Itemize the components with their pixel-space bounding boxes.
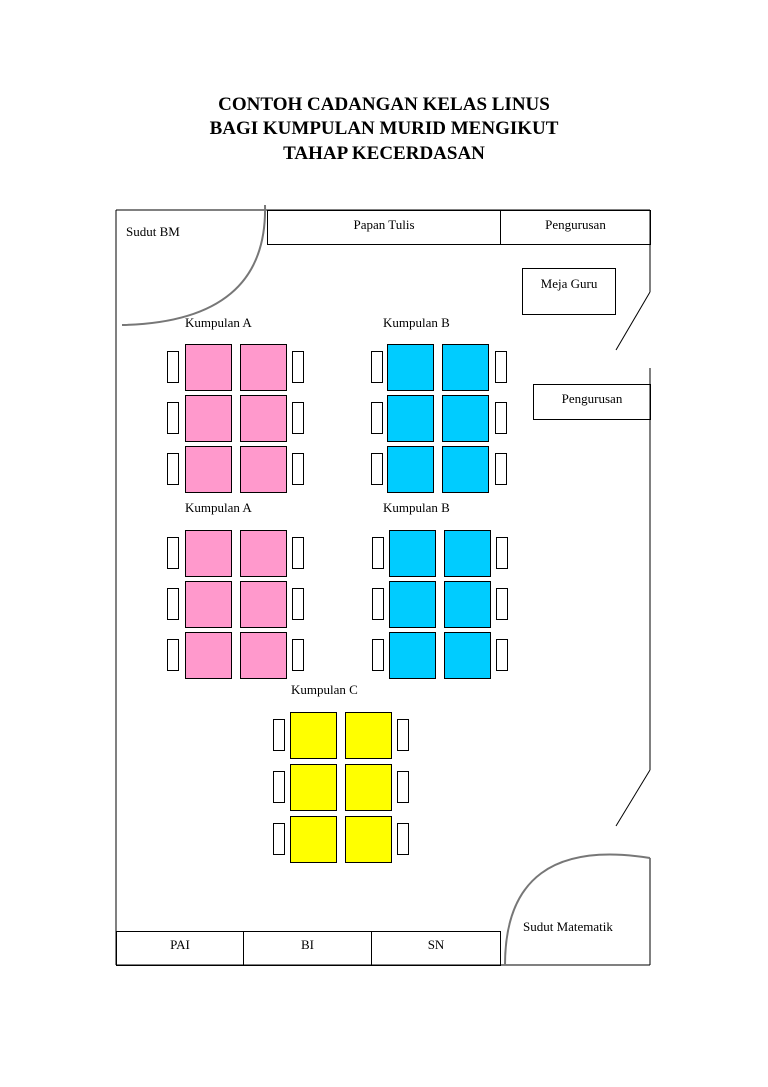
desk: [240, 446, 287, 493]
chair: [167, 402, 179, 434]
desk: [345, 764, 392, 811]
chair: [167, 351, 179, 383]
pengurusan-side: Pengurusan: [533, 384, 651, 420]
desk: [387, 446, 434, 493]
chair: [495, 351, 507, 383]
chair: [397, 823, 409, 855]
desk: [442, 395, 489, 442]
chair: [495, 402, 507, 434]
chair: [372, 639, 384, 671]
desk: [444, 530, 491, 577]
desk: [444, 581, 491, 628]
chair: [167, 453, 179, 485]
sudut-bm-arc: [121, 204, 267, 326]
desk: [185, 632, 232, 679]
desk: [185, 446, 232, 493]
desk: [442, 446, 489, 493]
desk: [240, 344, 287, 391]
desk: [387, 344, 434, 391]
title-line-3: TAHAP KECERDASAN: [283, 143, 485, 164]
desk: [442, 344, 489, 391]
area-bi: BI: [243, 931, 372, 966]
papan-tulis: Papan Tulis: [267, 210, 501, 245]
chair: [371, 351, 383, 383]
area-pai: PAI: [116, 931, 244, 966]
chair: [397, 771, 409, 803]
title-line-2: BAGI KUMPULAN MURID MENGIKUT: [209, 118, 559, 139]
sudut-matematik-label: Sudut Matematik: [523, 919, 613, 934]
desk: [240, 581, 287, 628]
chair: [371, 402, 383, 434]
desk: [240, 395, 287, 442]
pengurusan-top: Pengurusan: [500, 210, 651, 245]
desk: [389, 632, 436, 679]
desk: [389, 530, 436, 577]
chair: [397, 719, 409, 751]
desk: [240, 530, 287, 577]
chair: [292, 453, 304, 485]
sudut-bm-label: Sudut BM: [126, 224, 180, 239]
chair: [273, 823, 285, 855]
desk: [185, 581, 232, 628]
group-label: Kumpulan B: [383, 500, 450, 515]
chair: [167, 639, 179, 671]
chair: [292, 588, 304, 620]
desk: [185, 344, 232, 391]
desk: [345, 712, 392, 759]
desk: [240, 632, 287, 679]
chair: [167, 588, 179, 620]
desk: [290, 816, 337, 863]
chair: [496, 588, 508, 620]
sudut-matematik-arc: [504, 853, 651, 966]
desk: [389, 581, 436, 628]
desk: [290, 764, 337, 811]
group-label: Kumpulan B: [383, 315, 450, 330]
chair: [273, 771, 285, 803]
chair: [292, 537, 304, 569]
chair: [292, 402, 304, 434]
chair: [167, 537, 179, 569]
meja-guru: Meja Guru: [522, 268, 616, 315]
door-bottom: [615, 769, 651, 827]
chair: [372, 588, 384, 620]
desk: [444, 632, 491, 679]
title-line-1: CONTOH CADANGAN KELAS LINUS: [218, 94, 550, 115]
desk: [387, 395, 434, 442]
desk: [345, 816, 392, 863]
group-label: Kumpulan A: [185, 500, 252, 515]
area-sn: SN: [371, 931, 501, 966]
desk: [290, 712, 337, 759]
desk: [185, 395, 232, 442]
chair: [273, 719, 285, 751]
chair: [372, 537, 384, 569]
door-top: [615, 291, 651, 351]
chair: [292, 351, 304, 383]
chair: [495, 453, 507, 485]
chair: [496, 639, 508, 671]
desk: [185, 530, 232, 577]
chair: [292, 639, 304, 671]
chair: [371, 453, 383, 485]
group-label: Kumpulan A: [185, 315, 252, 330]
chair: [496, 537, 508, 569]
group-label: Kumpulan C: [291, 682, 358, 697]
